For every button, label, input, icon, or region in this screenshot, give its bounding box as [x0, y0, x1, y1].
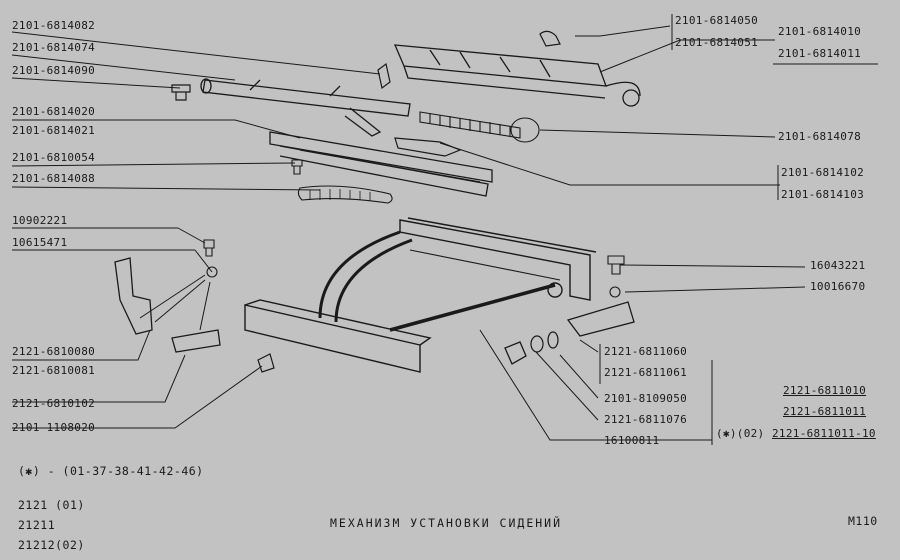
clip-part: [539, 30, 561, 47]
part-label: 2121-6811011: [783, 405, 867, 418]
part-label: 10902221: [12, 214, 68, 227]
leader-line: [11, 186, 321, 191]
footnote: (✱) - (01-37-38-41-42-46): [18, 464, 204, 478]
bolt-part: [171, 84, 191, 101]
leader-line: [12, 365, 263, 429]
leader-line: [194, 249, 213, 273]
part-label: 2101-6814088: [12, 172, 96, 185]
part-label: 2101-6814090: [12, 64, 96, 77]
seat-frame-part: [244, 217, 597, 373]
leader-line: [539, 129, 776, 138]
part-label: 2101-6814102: [781, 166, 865, 179]
part-label: 2101-6814082: [12, 19, 96, 32]
leader-line: [177, 227, 206, 244]
page-title: МЕХАНИЗМ УСТАНОВКИ СИДЕНИЙ: [330, 516, 563, 530]
part-label: 2121-6811061: [604, 366, 688, 379]
leader-line: [624, 286, 806, 293]
small-bolt-part: [203, 239, 215, 257]
part-label: 2101-1108020: [12, 421, 96, 434]
slider-plate-part: [269, 131, 493, 197]
part-label: 2101-6814011: [778, 47, 862, 60]
leader-line: [11, 54, 236, 81]
spring-part: [419, 111, 540, 143]
strip-part: [297, 185, 393, 204]
leader-line: [575, 25, 671, 37]
leader-line: [11, 31, 381, 75]
part-label: 2101-6814010: [778, 25, 862, 38]
part-label: 2101-6814020: [12, 105, 96, 118]
part-label: 2101-8109050: [604, 392, 688, 405]
part-label: 16043221: [810, 259, 866, 272]
model-label: 21212(02): [18, 538, 85, 552]
nut-part: [504, 341, 527, 365]
part-label: 2101-6814078: [778, 130, 862, 143]
hinge-bracket-part: [114, 257, 153, 335]
part-label: 2101-6814021: [12, 124, 96, 137]
part-label: 2101-6810054: [12, 151, 96, 164]
cap-part: [257, 353, 275, 373]
part-label: 2101-6814074: [12, 41, 96, 54]
part-label: 10016670: [810, 280, 866, 293]
bracket-plate-part: [566, 301, 635, 337]
leader-line: [12, 329, 151, 361]
leader-line: [12, 354, 186, 403]
screw-part: [291, 159, 303, 175]
washer-left: [206, 266, 218, 278]
leader-line: [579, 339, 599, 353]
part-label: 2121-6810081: [12, 364, 96, 377]
leader-line: [11, 77, 181, 89]
leader-line: [599, 39, 775, 73]
nut-part-right: [609, 286, 621, 298]
model-label: 2121 (01): [18, 498, 85, 512]
washer-part-2: [547, 331, 559, 349]
part-label: 16100811: [604, 434, 660, 447]
model-label: 21211: [18, 518, 56, 532]
leader-line: [619, 264, 806, 268]
part-label: 2121-6810080: [12, 345, 96, 358]
part-label: 2101-6814050: [675, 14, 759, 27]
leader-line: [439, 142, 780, 186]
hook-part: [171, 329, 221, 353]
part-label-prefix: (✱)(02): [716, 427, 765, 440]
leader-line: [12, 119, 301, 139]
leader-line: [11, 162, 296, 167]
washer-part: [530, 335, 544, 353]
bolt-part-right: [607, 255, 625, 275]
part-label: 2101-6814103: [781, 188, 865, 201]
lever-tube-part: [200, 78, 411, 137]
leader-line: [559, 354, 599, 399]
latch-part: [394, 137, 462, 157]
part-label: 2121-6811010: [783, 384, 867, 397]
part-label: 2121-6811011-10: [772, 427, 876, 440]
part-label: 2101-6814051: [675, 36, 759, 49]
part-label: 10615471: [12, 236, 68, 249]
leader-line: [479, 329, 712, 441]
part-label: 2121-6811060: [604, 345, 688, 358]
part-label: 2121-6811076: [604, 413, 688, 426]
top-rail-part: [393, 44, 641, 107]
page-code: M110: [848, 514, 878, 528]
leader-line: [535, 351, 599, 421]
part-label: 2121-6810102: [12, 397, 96, 410]
pin-part: [377, 62, 391, 90]
